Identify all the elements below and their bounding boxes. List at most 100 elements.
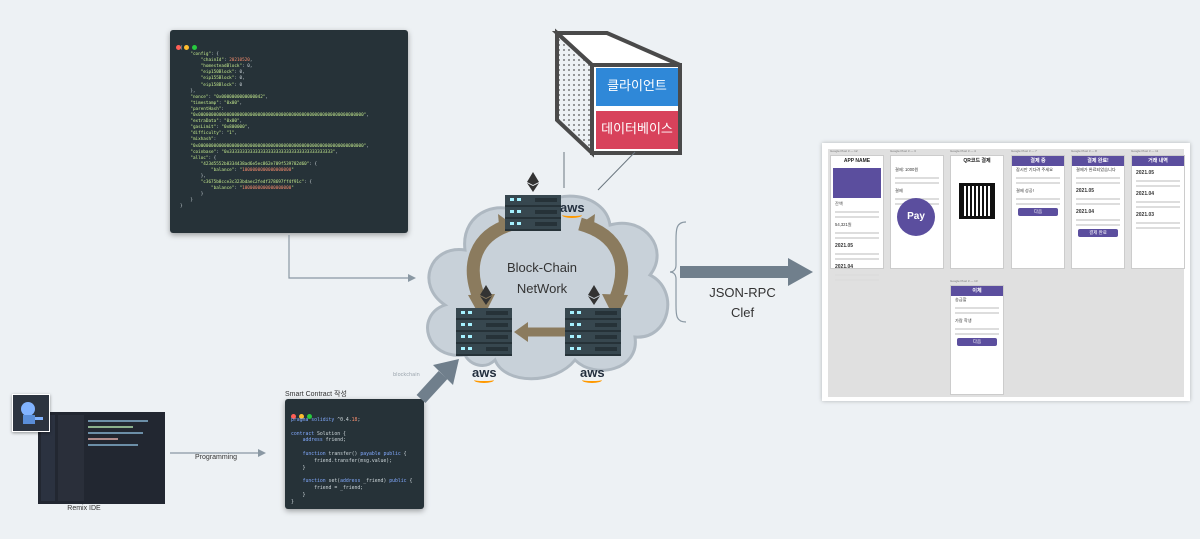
aws-logo: aws [580,365,605,383]
server-left [456,308,512,356]
code-line: } [180,198,193,204]
phone-text: 결제가 완료되었습니다 [1076,167,1116,172]
code-line: function set(address _friend) public { [302,479,413,485]
server-top [505,195,561,231]
placeholder-line [1076,177,1120,179]
code-line: "parentHash": [190,106,224,112]
solidity-code: pragma solidity ^0.4.18; contract Soluti… [291,418,418,506]
smart-contract-title: Smart Contract 작성 [285,391,347,398]
placeholder-line [1076,203,1120,205]
code-line: "homesteadBlock": 0, [200,64,253,70]
code-line: "eip155Block": 0, [200,76,245,82]
ethereum-icon [480,285,492,305]
code-line: pragma solidity ^0.4.18; [291,418,361,423]
code-line: "423d5552b8334438ad6e5ec862e709f539782d6… [200,161,318,167]
code-line: } [291,499,294,505]
code-line: }, [180,173,206,179]
rpc-arrow [680,258,813,286]
phone-action-button[interactable]: 다음 [957,338,997,346]
network-label-line2: NetWork [516,281,568,296]
network-label-line1: Block-Chain [506,260,578,275]
placeholder-line [835,237,879,239]
close-dot-icon [291,414,296,419]
code-line: } [180,192,204,198]
placeholder-line [835,232,879,234]
placeholder-line [955,307,999,309]
genesis-code-window: { "config": { "chainId": 20210520, "home… [170,30,408,233]
placeholder-line [1136,180,1180,182]
phone-title: Google Pixel 3 — 4 [950,149,976,153]
placeholder-line [1076,219,1120,221]
programming-arrow [170,449,266,457]
phone-action-button[interactable]: 다음 [1018,208,1058,216]
client-label-box: 클라이언트 [596,68,678,106]
code-line: "eip158Block": 0 [200,82,243,88]
phone-text: 2021.03 [1136,212,1155,218]
pay-button[interactable]: Pay [897,198,935,236]
placeholder-line [1136,201,1180,203]
phone-text: 결제 [895,188,903,193]
phone-text: 2021.05 [1076,188,1095,194]
genesis-connector-arrow [288,235,416,282]
phone-screen: 결제 완료!결제가 완료되었습니다 2021.05 2021.04 결제 완료 [1071,155,1125,269]
ethereum-icon [588,285,600,305]
code-line: } [291,465,306,471]
placeholder-line [1136,222,1180,224]
phone-title: Google Pixel 3 — 8 [1071,149,1097,153]
ethereum-icon [527,172,539,192]
code-line: { [180,46,183,51]
phone-text: 결제 성공! [1016,188,1034,193]
faint-watermark-text: blockchain [393,372,420,378]
code-line [291,425,418,432]
code-line: "alloc": { [190,155,217,161]
placeholder-line [835,258,879,260]
phone-title: Google Pixel 3 — 12 [830,149,858,153]
phone-text: 잠시만 기다려 주세요 [1016,167,1054,172]
phone-header: APP NAME [843,158,871,164]
code-line: address friend; [302,438,346,444]
phone-header [891,156,943,166]
code-line: "c3675b8cce3c323bdaec2fedf378697ff4f91c"… [200,180,312,186]
code-line: "chainId": 20210520, [200,58,253,64]
programming-label: Programming [194,454,237,461]
code-line: "balance": "1000000000000000000" [211,167,294,173]
code-line: "difficulty": "1", [190,131,237,137]
code-line: } [180,204,183,210]
phone-text: 잔액 [835,201,843,206]
placeholder-line [1076,224,1120,226]
phone-text: 2021.05 [1136,170,1155,176]
placeholder-line [1136,206,1180,208]
code-line: contract Solution { [291,431,346,437]
placeholder-line [1136,227,1180,229]
placeholder-line [955,312,999,314]
phone-title: Google Pixel 3 — 3 [890,149,916,153]
phone-header: 이체 [951,286,1003,296]
code-line: "0x0000000000000000000000000000000000000… [190,113,369,119]
code-line: "nonce": "0x0000000000000042", [190,94,268,100]
placeholder-line [955,328,999,330]
placeholder-line [835,274,879,276]
aws-logo: aws [560,200,585,218]
code-line: }, [180,88,196,94]
placeholder-line [835,253,879,255]
rpc-label-line1: JSON-RPC [709,285,776,300]
phone-action-button[interactable]: 결제 완료 [1078,229,1118,237]
code-line: friend.transfer(msg.value); [291,458,393,464]
placeholder-line [835,211,879,213]
phone-text: 2021.05 [835,243,854,249]
phone-text: 54,321원 [835,222,852,227]
phone-text: 2021.04 [1076,209,1095,215]
phone-text: 가람 학생 [955,318,972,323]
code-line [291,445,418,452]
code-line: "config": { [190,52,219,58]
maximize-dot-icon [307,414,312,419]
placeholder-line [1076,198,1120,200]
phone-header: 결제 완료! [1072,156,1124,166]
phone-header: 거래 내역 [1132,156,1184,166]
aws-logo: aws [472,365,497,383]
phone-text: 송금할 [955,297,967,302]
maximize-dot-icon [192,45,197,50]
qr-code-icon [959,183,995,219]
